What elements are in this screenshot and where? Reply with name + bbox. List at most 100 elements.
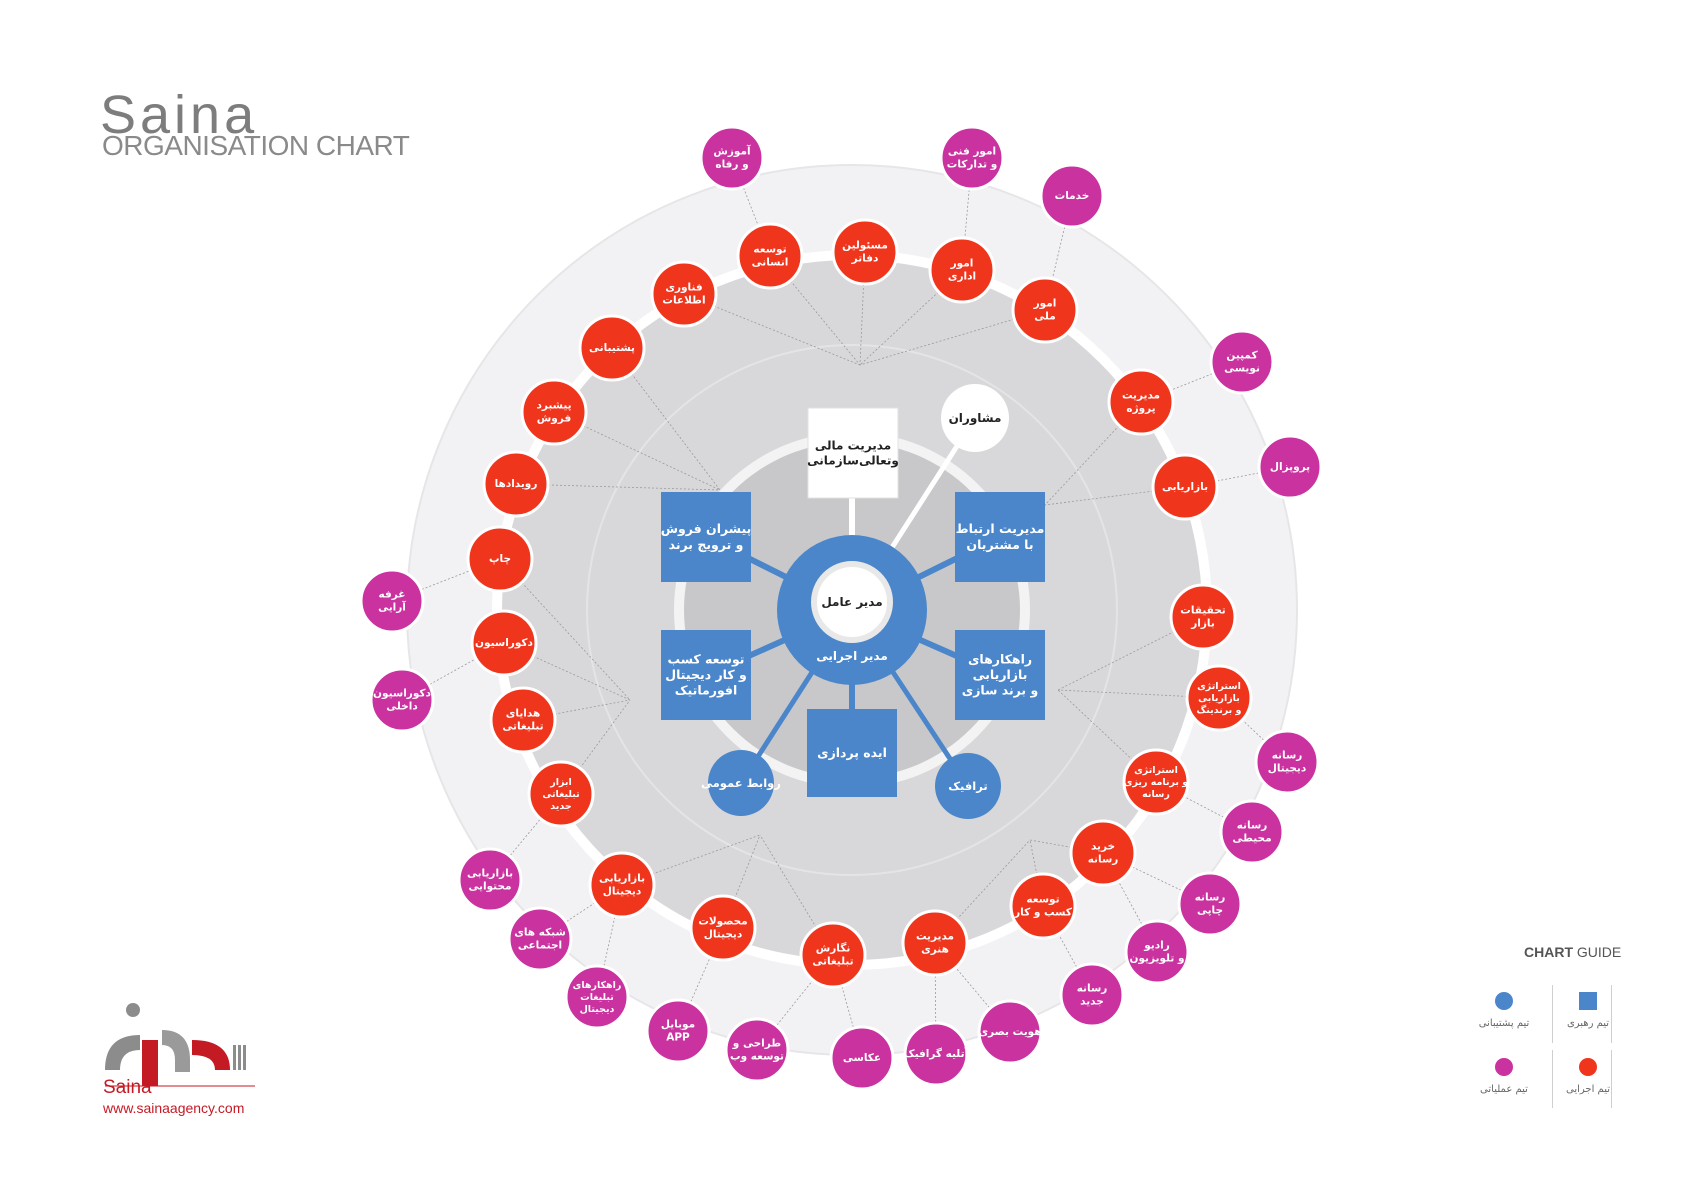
operational-unit[interactable]: هویت بصری xyxy=(977,999,1043,1065)
operational-unit[interactable]: عکاسی xyxy=(829,1025,895,1091)
chart-guide-title: CHART GUIDE xyxy=(1524,944,1622,960)
connector-line xyxy=(859,269,963,366)
circle-swatch-icon xyxy=(1495,992,1513,1010)
leadership-box-shape xyxy=(955,630,1045,720)
operational-unit[interactable]: خدمات xyxy=(1039,163,1105,229)
executive-unit-circle xyxy=(650,260,718,328)
support-circle xyxy=(935,753,1001,819)
leadership-box-shape xyxy=(661,492,751,582)
saina-logo xyxy=(105,1003,255,1087)
guide-divider xyxy=(1611,1050,1612,1108)
executive-unit-circle xyxy=(1185,664,1253,732)
operational-unit-circle xyxy=(1124,919,1190,985)
operational-unit-circle xyxy=(829,1025,895,1091)
node-label: آتلیه گرافیک xyxy=(904,1047,969,1060)
executive-unit[interactable]: چاپ xyxy=(466,525,534,593)
connector-line xyxy=(859,251,866,366)
operational-unit-circle xyxy=(1177,871,1243,937)
executive-unit[interactable]: پشتیبانی xyxy=(578,314,646,382)
node-label: بازاریابی xyxy=(1162,481,1208,493)
support-node[interactable]: روابط عمومی xyxy=(701,750,781,816)
node-label: پشتیبانی xyxy=(589,342,635,354)
executive-unit-circle xyxy=(1122,748,1190,816)
executive-unit-circle xyxy=(831,218,899,286)
node-label: پروپزال xyxy=(1270,461,1310,473)
node-label: روابط عمومی xyxy=(701,776,781,791)
executive-unit[interactable]: دکوراسیون xyxy=(470,609,538,677)
operational-unit-circle xyxy=(645,998,711,1064)
executive-unit-circle xyxy=(689,894,757,962)
connector-line xyxy=(1057,616,1204,691)
operational-unit[interactable]: آتلیه گرافیک xyxy=(903,1021,969,1087)
operational-unit-circle xyxy=(699,125,765,191)
node-label: مشاوران xyxy=(949,411,1002,426)
support-node[interactable]: ترافیک xyxy=(935,753,1001,819)
finance-box-shape xyxy=(807,407,899,499)
executive-unit-circle xyxy=(578,314,646,382)
operational-unit-circle xyxy=(359,568,425,634)
executive-unit[interactable]: بازاریابی xyxy=(1151,453,1219,521)
square-swatch-icon xyxy=(1579,992,1597,1010)
executive-unit-circle xyxy=(527,760,595,828)
connector-line xyxy=(1044,486,1186,506)
connector-line xyxy=(553,411,721,491)
executive-unit[interactable]: رویدادها xyxy=(482,450,550,518)
leadership-box[interactable]: ایده پردازی xyxy=(807,709,897,797)
website-url[interactable]: www.sainaagency.com xyxy=(103,1100,245,1116)
operational-unit[interactable]: پروپزال xyxy=(1257,434,1323,500)
advisors-node[interactable]: مشاوران xyxy=(941,384,1009,452)
